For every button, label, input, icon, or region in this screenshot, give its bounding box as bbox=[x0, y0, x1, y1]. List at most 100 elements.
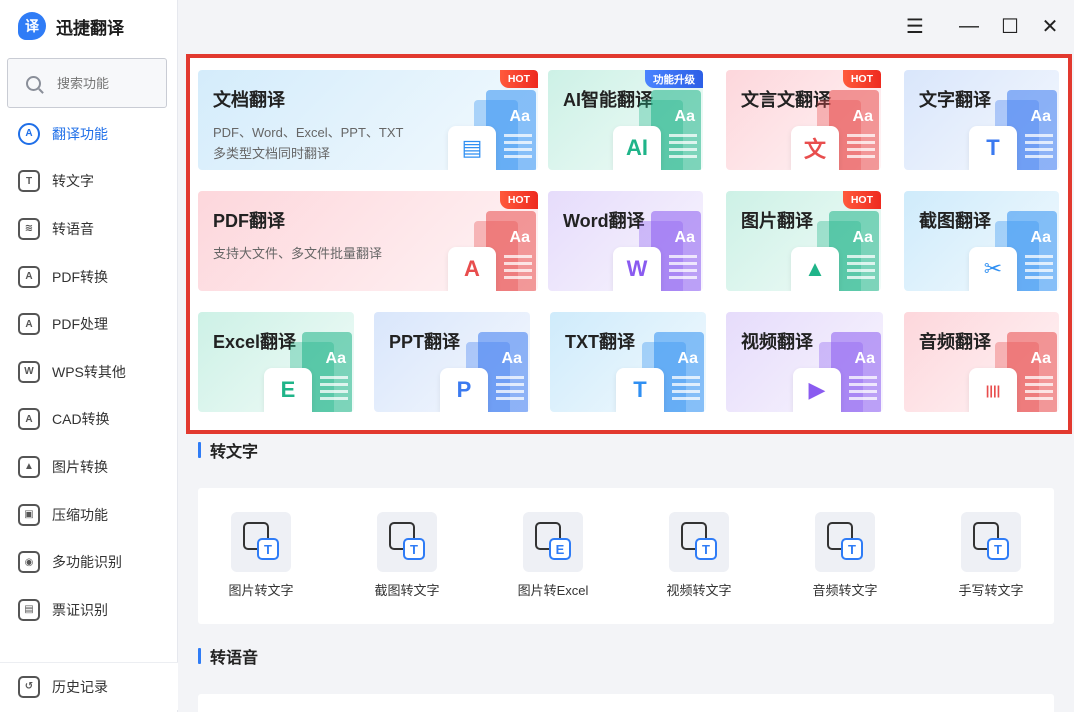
doc-lines bbox=[496, 376, 524, 402]
doc-aa-label: Aa bbox=[854, 350, 875, 367]
tool-icon-badge: T bbox=[257, 538, 279, 560]
doc-lines bbox=[320, 376, 348, 402]
card-title: Excel翻译 bbox=[213, 332, 297, 352]
audio-to-text-icon: T bbox=[815, 512, 875, 572]
video-to-text-icon: T bbox=[669, 512, 729, 572]
doc-lines bbox=[1025, 134, 1053, 160]
sidebar-item-label: 转语音 bbox=[52, 220, 94, 237]
file-type-icon: A bbox=[448, 247, 496, 291]
sidebar-item-history[interactable]: ↺ 历史记录 bbox=[0, 662, 178, 710]
compress-icon: ▣ bbox=[18, 503, 40, 526]
sidebar-item-3[interactable]: ≋转语音 bbox=[0, 205, 178, 253]
card-description: PDF、Word、Excel、PPT、TXT bbox=[213, 125, 404, 140]
menu-icon[interactable]: ☰ bbox=[906, 15, 924, 38]
document-illustration-icon: Aa |||| bbox=[959, 332, 1059, 412]
doc-lines bbox=[504, 134, 532, 160]
close-button[interactable]: ✕ bbox=[1041, 15, 1059, 38]
file-type-icon: 文 bbox=[791, 126, 839, 170]
file-type-icon: |||| bbox=[969, 368, 1017, 412]
ticket-icon: ▤ bbox=[18, 598, 40, 621]
feature-card-13[interactable]: 音频翻译 Aa |||| bbox=[904, 312, 1059, 412]
doc-lines bbox=[847, 255, 875, 281]
tool-4[interactable]: T 视频转文字 bbox=[639, 512, 759, 602]
card-title: TXT翻译 bbox=[565, 332, 635, 352]
hot-badge: HOT bbox=[842, 70, 881, 88]
file-type-icon: ✂ bbox=[969, 247, 1017, 291]
history-icon: ↺ bbox=[18, 675, 40, 698]
sidebar-item-8[interactable]: ▲图片转换 bbox=[0, 443, 178, 491]
doc-aa-label: Aa bbox=[1030, 229, 1051, 246]
sidebar-item-label: 压缩功能 bbox=[52, 506, 108, 523]
doc-aa-label: Aa bbox=[1030, 350, 1051, 367]
tool-6[interactable]: T 手写转文字 bbox=[931, 512, 1051, 602]
upgrade-badge: 功能升级 bbox=[645, 70, 703, 88]
document-illustration-icon: Aa 文 bbox=[781, 90, 881, 170]
cad-icon: A bbox=[18, 408, 40, 431]
brand: 译 迅捷翻译 bbox=[18, 10, 124, 42]
handwriting-to-text-icon: T bbox=[961, 512, 1021, 572]
file-type-icon: AI bbox=[613, 126, 661, 170]
sidebar-item-9[interactable]: ▣ 压缩功能 bbox=[0, 491, 178, 539]
tool-label: 手写转文字 bbox=[958, 583, 1024, 598]
file-type-icon: ▤ bbox=[448, 126, 496, 170]
doc-lines bbox=[1025, 376, 1053, 402]
doc-lines bbox=[672, 376, 700, 402]
tool-icon-frame bbox=[243, 522, 269, 550]
file-type-icon: ▶ bbox=[793, 368, 841, 412]
tool-icon-badge: T bbox=[403, 538, 425, 560]
maximize-button[interactable]: ☐ bbox=[1001, 15, 1019, 38]
minimize-button[interactable]: — bbox=[959, 14, 979, 37]
sidebar-item-10[interactable]: ◉多功能识别 bbox=[0, 538, 178, 586]
doc-aa-label: Aa bbox=[852, 229, 873, 246]
doc-lines bbox=[849, 376, 877, 402]
doc-aa-label: Aa bbox=[852, 108, 873, 125]
app-title: 迅捷翻译 bbox=[56, 18, 124, 38]
search-input[interactable] bbox=[57, 75, 157, 91]
card-description-line2: 多类型文档同时翻译 bbox=[213, 146, 331, 161]
card-title: 文字翻译 bbox=[919, 90, 991, 110]
sidebar-item-label: CAD转换 bbox=[52, 411, 110, 428]
file-type-icon: T bbox=[616, 368, 664, 412]
tool-icon-badge: T bbox=[841, 538, 863, 560]
image-icon: ▲ bbox=[18, 455, 40, 478]
sidebar: 译 迅捷翻译 A翻译功能T转文字≋转语音APDF转换APDF处理WWPS转其他A… bbox=[0, 0, 178, 712]
sidebar-item-7[interactable]: A CAD转换 bbox=[0, 396, 178, 444]
sidebar-item-label: 转文字 bbox=[52, 173, 94, 190]
tool-label: 视频转文字 bbox=[666, 583, 732, 598]
search-box[interactable] bbox=[7, 58, 167, 108]
doc-lines bbox=[1025, 255, 1053, 281]
image-to-excel-icon: E bbox=[523, 512, 583, 572]
recognize-icon: ◉ bbox=[18, 551, 40, 574]
sidebar-item-11[interactable]: ▤票证识别 bbox=[0, 586, 178, 634]
tool-icon-badge: T bbox=[987, 538, 1009, 560]
card-title: 音频翻译 bbox=[919, 332, 991, 352]
doc-aa-label: Aa bbox=[1030, 108, 1051, 125]
sidebar-item-label: PDF处理 bbox=[52, 316, 108, 333]
hot-badge: HOT bbox=[499, 191, 538, 209]
